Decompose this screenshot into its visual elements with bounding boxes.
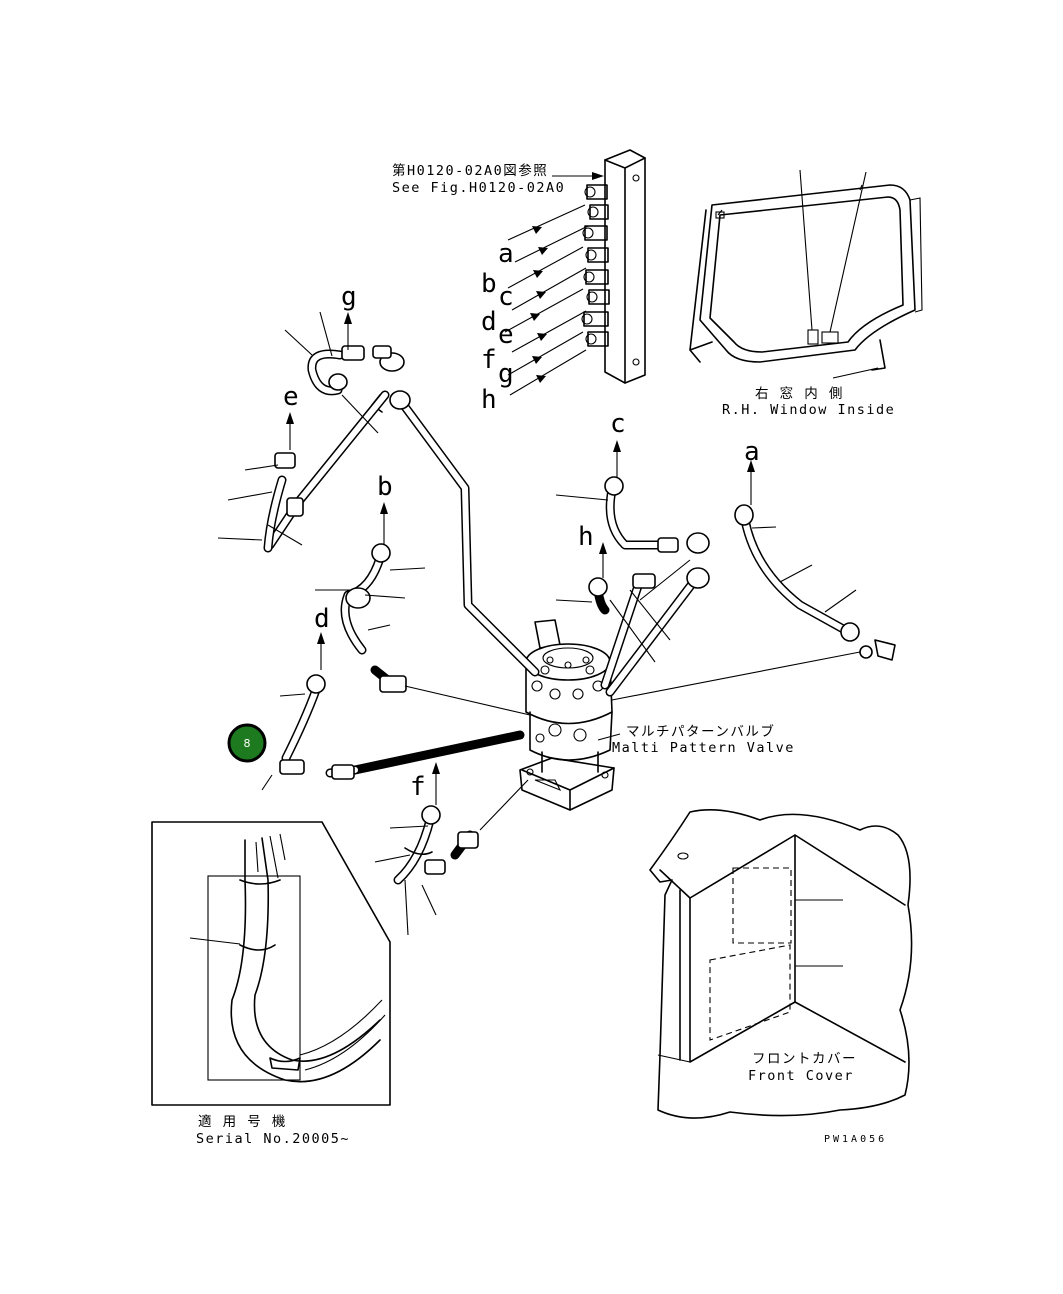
reference-en: See Fig.H0120-02A0: [392, 180, 565, 196]
badge-circle[interactable]: [227, 723, 267, 763]
port-label-d: d: [481, 307, 497, 337]
window-caption-ja: 右 窓 内 側: [755, 385, 844, 402]
drawing-code: PW1A056: [824, 1134, 887, 1145]
port-label-h: h: [481, 385, 497, 415]
hose-label-g: g: [341, 282, 357, 312]
port-label-e: e: [498, 320, 514, 350]
hose-group-ge: [217, 311, 390, 553]
multi-pattern-valve: [519, 619, 615, 811]
reference-ja: 第H0120-02A0図参照: [392, 162, 548, 179]
hose-label-b: b: [377, 472, 393, 502]
hose-group-bd: [315, 543, 426, 693]
front-cover-caption-ja: フロントカバー: [752, 1051, 857, 1067]
callout-badge[interactable]: 8: [227, 723, 267, 763]
hose-group-ch: [555, 476, 710, 697]
front-cover: [649, 808, 913, 1119]
hose-label-a: a: [744, 437, 760, 467]
hose-label-e: e: [283, 382, 299, 412]
hose-group-d-lower: [261, 674, 531, 791]
port-label-b: b: [481, 269, 497, 299]
hose-group-f: [374, 779, 529, 936]
window-frame: [689, 169, 923, 379]
reference-leader: [552, 172, 604, 180]
hose-letters: g e b d c h a f: [283, 282, 760, 802]
hose-label-c: c: [610, 409, 626, 439]
port-label-a: a: [498, 239, 514, 269]
badge-number: 8: [244, 737, 251, 750]
front-cover-caption-en: Front Cover: [748, 1068, 854, 1084]
port-label-c: c: [498, 282, 514, 312]
hose-label-h: h: [578, 522, 594, 552]
port-label-g: g: [498, 359, 514, 389]
hose-label-d: d: [314, 604, 330, 634]
manifold-block: [581, 149, 646, 384]
port-label-f: f: [481, 345, 497, 375]
port-letters: a b c d e f g h: [481, 239, 514, 415]
window-caption-en: R.H. Window Inside: [722, 402, 895, 418]
hose-group-a: [611, 504, 896, 701]
hose-label-f: f: [410, 772, 426, 802]
hose-main-pipe: [371, 345, 540, 677]
valve-caption-ja: マルチパターンバルブ: [626, 723, 775, 740]
hose-direction-arrows: [286, 312, 755, 805]
serial-inset: [151, 821, 391, 1106]
port-arrows: [504, 204, 589, 396]
serial-caption-en: Serial No.20005~: [196, 1131, 350, 1147]
valve-caption-en: Malti Pattern Valve: [612, 740, 795, 756]
serial-caption-ja: 適 用 号 機: [198, 1113, 287, 1130]
